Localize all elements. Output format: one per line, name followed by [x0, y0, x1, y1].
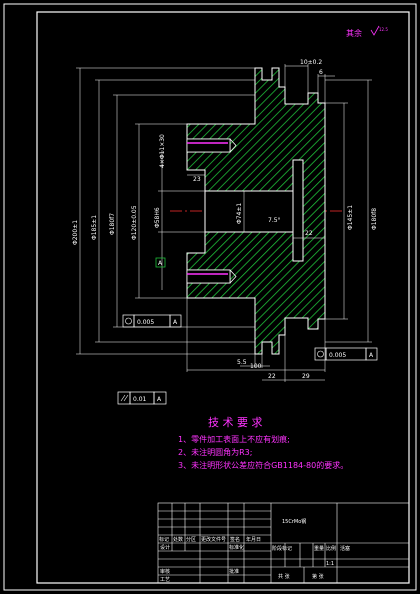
svg-text:0.005: 0.005 [329, 352, 346, 359]
center-bore [204, 190, 294, 233]
tb-process: 工艺 [160, 577, 170, 583]
tb-approve: 批准 [229, 568, 239, 575]
tb-h-sign: 签名 [230, 536, 240, 543]
tb-sheet-num: 第 张 [312, 573, 324, 580]
dim-22-mid: 22 [305, 230, 313, 237]
tol-right: 0.005 A [314, 347, 378, 361]
svg-text:A: A [369, 352, 374, 359]
tb-h-zone: 分区 [186, 536, 196, 543]
tb-scale-label: 比例 [326, 545, 336, 552]
datum-label: A [158, 260, 163, 267]
tb-sheet-total: 共 张 [278, 573, 290, 580]
tb-h-mark: 标记 [159, 536, 169, 543]
tb-check: 审核 [160, 568, 170, 575]
tb-design: 设计 [160, 544, 170, 551]
tb-stage: 阶段标记 [272, 545, 292, 552]
svg-text:A: A [173, 319, 178, 326]
tech-item-1: 1、零件加工表面上不应有划痕; [178, 434, 290, 444]
datum-box [155, 257, 166, 268]
dim-23: 23 [193, 176, 201, 183]
dim-inner: Φ74±1 [236, 203, 243, 224]
tb-scale: 1:1 [326, 561, 334, 567]
dim-22-bottom: 22 [268, 373, 276, 380]
tech-item-2: 2、未注明圆角为R3; [178, 447, 252, 457]
dim-third: Φ180f7 [109, 213, 116, 235]
tb-h-file: 更改文件号 [201, 536, 226, 543]
tb-h-date: 年月日 [246, 536, 261, 543]
bolt-hole-bottom [186, 269, 231, 284]
dim-5-5: 5.5 [237, 359, 247, 366]
tb-h-count: 处数 [173, 536, 183, 543]
svg-text:0.005: 0.005 [137, 319, 154, 326]
finish-ra: 12.5 [379, 27, 388, 32]
tb-weight: 重量 [314, 545, 324, 552]
dim-bore-center: Φ120±0.05 [131, 205, 138, 240]
tech-title: 技 术 要 求 [208, 416, 263, 429]
surface-finish-note: 其余 12.5 [346, 25, 388, 38]
tech-item-3: 3、未注明形状公差应符合GB1184-80的要求。 [178, 460, 348, 470]
bore-groove [292, 159, 304, 262]
svg-text:A: A [157, 396, 162, 403]
dim-outer: Φ200±1 [72, 220, 79, 245]
dim-right-1: Φ145±1 [347, 205, 354, 230]
dim-6: 6 [319, 69, 323, 76]
dim-10: 10±0.2 [300, 59, 322, 66]
outer-frame [3, 3, 417, 591]
svg-text:0.01: 0.01 [133, 396, 147, 403]
tb-standard: 标准化 [229, 544, 244, 551]
title-block [157, 502, 410, 584]
dim-bore: Φ58H6 [154, 207, 161, 228]
dim-right-2: Φ180f8 [371, 208, 378, 230]
tb-part-name: 活塞 [340, 545, 350, 552]
tb-material: 15CrMo钢 [282, 518, 306, 525]
dim-29: 29 [302, 373, 310, 380]
finish-label: 其余 [346, 28, 362, 38]
bolt-hole-top [186, 138, 231, 153]
dim-second: Φ185±1 [91, 215, 98, 240]
tol-parallel: 0.01 A [117, 391, 167, 405]
dim-angle: 7.5° [268, 217, 281, 224]
tol-left: 0.005 A [122, 314, 182, 328]
dim-hole-spec: 4×Φ11×30 [159, 134, 166, 168]
dim-100: 100 [250, 363, 262, 370]
